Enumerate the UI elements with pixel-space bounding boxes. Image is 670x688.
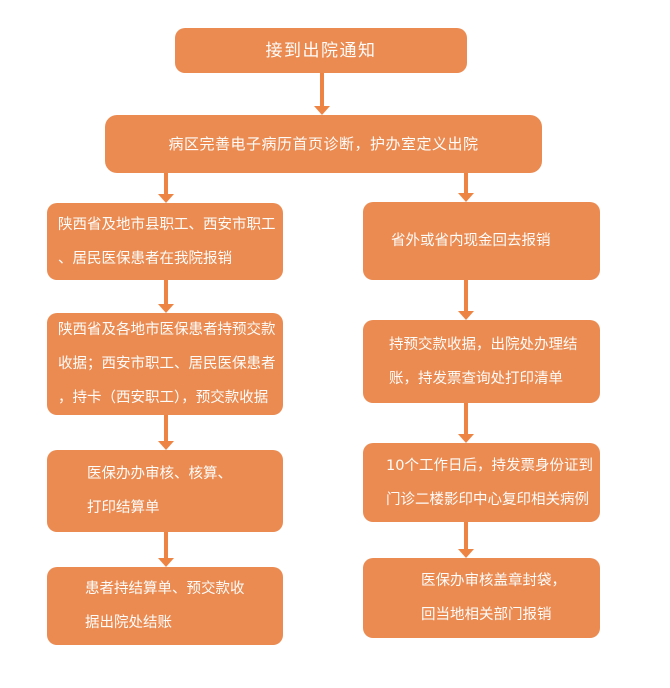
- flow-node-seal-and-reimburse-locally-label: 医保办审核盖章封袋， 回当地相关部门报销: [421, 573, 566, 623]
- flow-node-hold-deposit-receipt-label: 陕西省及各地市医保患者持预交款 收据；西安市职工、居民医保患者 ，持卡（西安职工…: [58, 322, 276, 406]
- arrow-head: [158, 194, 174, 203]
- arrow-down-icon: [158, 173, 174, 203]
- arrow-head: [458, 311, 474, 320]
- arrow-down-icon: [314, 73, 330, 115]
- arrow-shaft: [164, 415, 168, 442]
- arrow-shaft: [464, 403, 468, 435]
- flow-node-define-discharge-label: 病区完善电子病历首页诊断，护办室定义出院: [168, 135, 479, 153]
- flow-node-copy-medical-records-label: 10个工作日后，持发票身份证到 门诊二楼影印中心复印相关病例: [386, 457, 593, 508]
- flow-node-insurance-office-audit-label: 医保办办审核、核算、 打印结算单: [87, 466, 232, 516]
- arrow-head: [458, 549, 474, 558]
- flow-node-receive-notice-label: 接到出院通知: [265, 40, 377, 61]
- arrow-down-icon: [458, 522, 474, 558]
- arrow-head: [458, 434, 474, 443]
- flow-node-copy-medical-records: 10个工作日后，持发票身份证到 门诊二楼影印中心复印相关病例: [363, 443, 600, 522]
- arrow-down-icon: [158, 280, 174, 313]
- arrow-head: [158, 441, 174, 450]
- flow-node-seal-and-reimburse-locally: 医保办审核盖章封袋， 回当地相关部门报销: [363, 558, 600, 638]
- flow-node-settle-and-print-list: 持预交款收据，出院处办理结 账，持发票查询处打印清单: [363, 320, 600, 403]
- flow-node-settle-at-discharge-office: 患者持结算单、预交款收 据出院处结账: [47, 567, 283, 645]
- arrow-down-icon: [158, 532, 174, 567]
- arrow-shaft: [464, 522, 468, 550]
- arrow-head: [158, 304, 174, 313]
- flow-node-hold-deposit-receipt: 陕西省及各地市医保患者持预交款 收据；西安市职工、居民医保患者 ，持卡（西安职工…: [47, 313, 283, 415]
- arrow-down-icon: [458, 173, 474, 202]
- arrow-head: [314, 106, 330, 115]
- flow-node-define-discharge: 病区完善电子病历首页诊断，护办室定义出院: [105, 115, 542, 173]
- arrow-down-icon: [458, 280, 474, 320]
- arrow-shaft: [164, 532, 168, 559]
- flow-node-cash-reimburse-elsewhere-label: 省外或省内现金回去报销: [391, 233, 551, 249]
- arrow-down-icon: [158, 415, 174, 450]
- flow-node-settle-and-print-list-label: 持预交款收据，出院处办理结 账，持发票查询处打印清单: [389, 336, 578, 387]
- arrow-head: [158, 558, 174, 567]
- flow-node-receive-notice: 接到出院通知: [175, 28, 467, 73]
- arrow-shaft: [164, 280, 168, 305]
- arrow-head: [458, 193, 474, 202]
- flow-node-cash-reimburse-elsewhere: 省外或省内现金回去报销: [363, 202, 600, 280]
- arrow-shaft: [464, 280, 468, 312]
- arrow-shaft: [164, 173, 168, 195]
- flow-node-insurance-office-audit: 医保办办审核、核算、 打印结算单: [47, 450, 283, 532]
- flow-node-settle-at-discharge-office-label: 患者持结算单、预交款收 据出院处结账: [85, 581, 245, 631]
- flow-node-local-insured-patients-label: 陕西省及地市县职工、西安市职工 、居民医保患者在我院报销: [58, 216, 276, 267]
- flow-node-local-insured-patients: 陕西省及地市县职工、西安市职工 、居民医保患者在我院报销: [47, 203, 283, 280]
- arrow-shaft: [320, 73, 324, 107]
- arrow-shaft: [464, 173, 468, 194]
- arrow-down-icon: [458, 403, 474, 443]
